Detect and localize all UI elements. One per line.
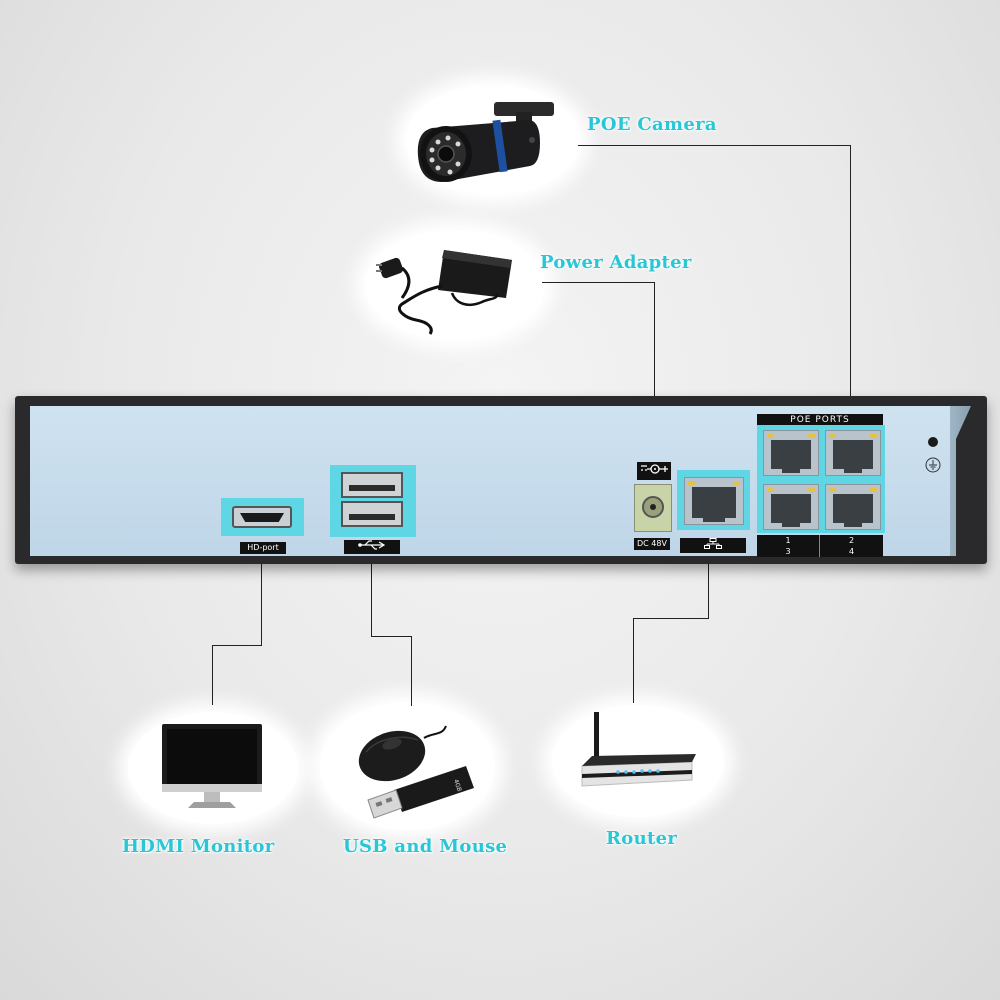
usb-symbol-icon [358,540,386,550]
power-adapter-label: Power Adapter [540,252,692,273]
router-wire-h [633,618,709,619]
poe-number-1: 1 [757,535,819,546]
poe-port-numbers: 1 2 3 4 [757,535,883,557]
power-wire-v [654,282,655,460]
poe-camera-icon [417,102,554,182]
usb-wire-v2 [411,636,412,706]
ground-screw [928,437,938,447]
poe-port-4[interactable] [825,484,881,530]
router-wire-v2 [633,618,634,703]
dc-polarity-icon [641,464,668,474]
poe-number-4: 4 [820,546,883,557]
hdmi-wire-h [212,645,262,646]
poe-port-1[interactable] [763,430,819,476]
camera-wire-h [578,145,850,146]
lan-port-label [680,538,746,553]
hdmi-monitor-label: HDMI Monitor [122,836,275,857]
power-wire-h [542,282,654,283]
hdmi-monitor-icon [162,724,262,808]
hdmi-wire-v1 [261,555,262,645]
usb-port-top[interactable] [341,472,403,498]
ground-icon [925,457,941,473]
poe-ports-header: POE PORTS [757,414,883,426]
lan-port[interactable] [684,477,744,525]
usb-mouse-label: USB and Mouse [343,836,508,857]
usb-stick-capacity: 4GB [452,778,463,792]
poe-camera-label: POE Camera [587,114,717,135]
hdmi-port[interactable] [232,506,292,528]
poe-port-2[interactable] [825,430,881,476]
router-wire-v1 [708,552,709,618]
usb-symbol-label [344,540,400,554]
poe-port-3[interactable] [763,484,819,530]
power-adapter-icon [376,250,512,335]
hdmi-port-label: HD-port [240,542,286,554]
router-label: Router [606,828,678,849]
usb-wire-v1 [371,550,372,636]
mouse-icon [358,725,447,782]
poe-number-2: 2 [820,535,883,546]
network-icon [704,538,722,549]
poe-number-3: 3 [757,546,819,557]
camera-wire-v [850,145,851,413]
dc-symbol-label [637,462,671,480]
usb-port-bottom[interactable] [341,501,403,527]
usb-stick-icon: 4GB [367,766,474,819]
usb-wire-h [371,636,412,637]
hdmi-wire-v2 [212,645,213,705]
dc-power-port[interactable] [634,484,672,532]
router-icon [581,712,696,787]
dc-port-label: DC 48V [634,538,670,550]
